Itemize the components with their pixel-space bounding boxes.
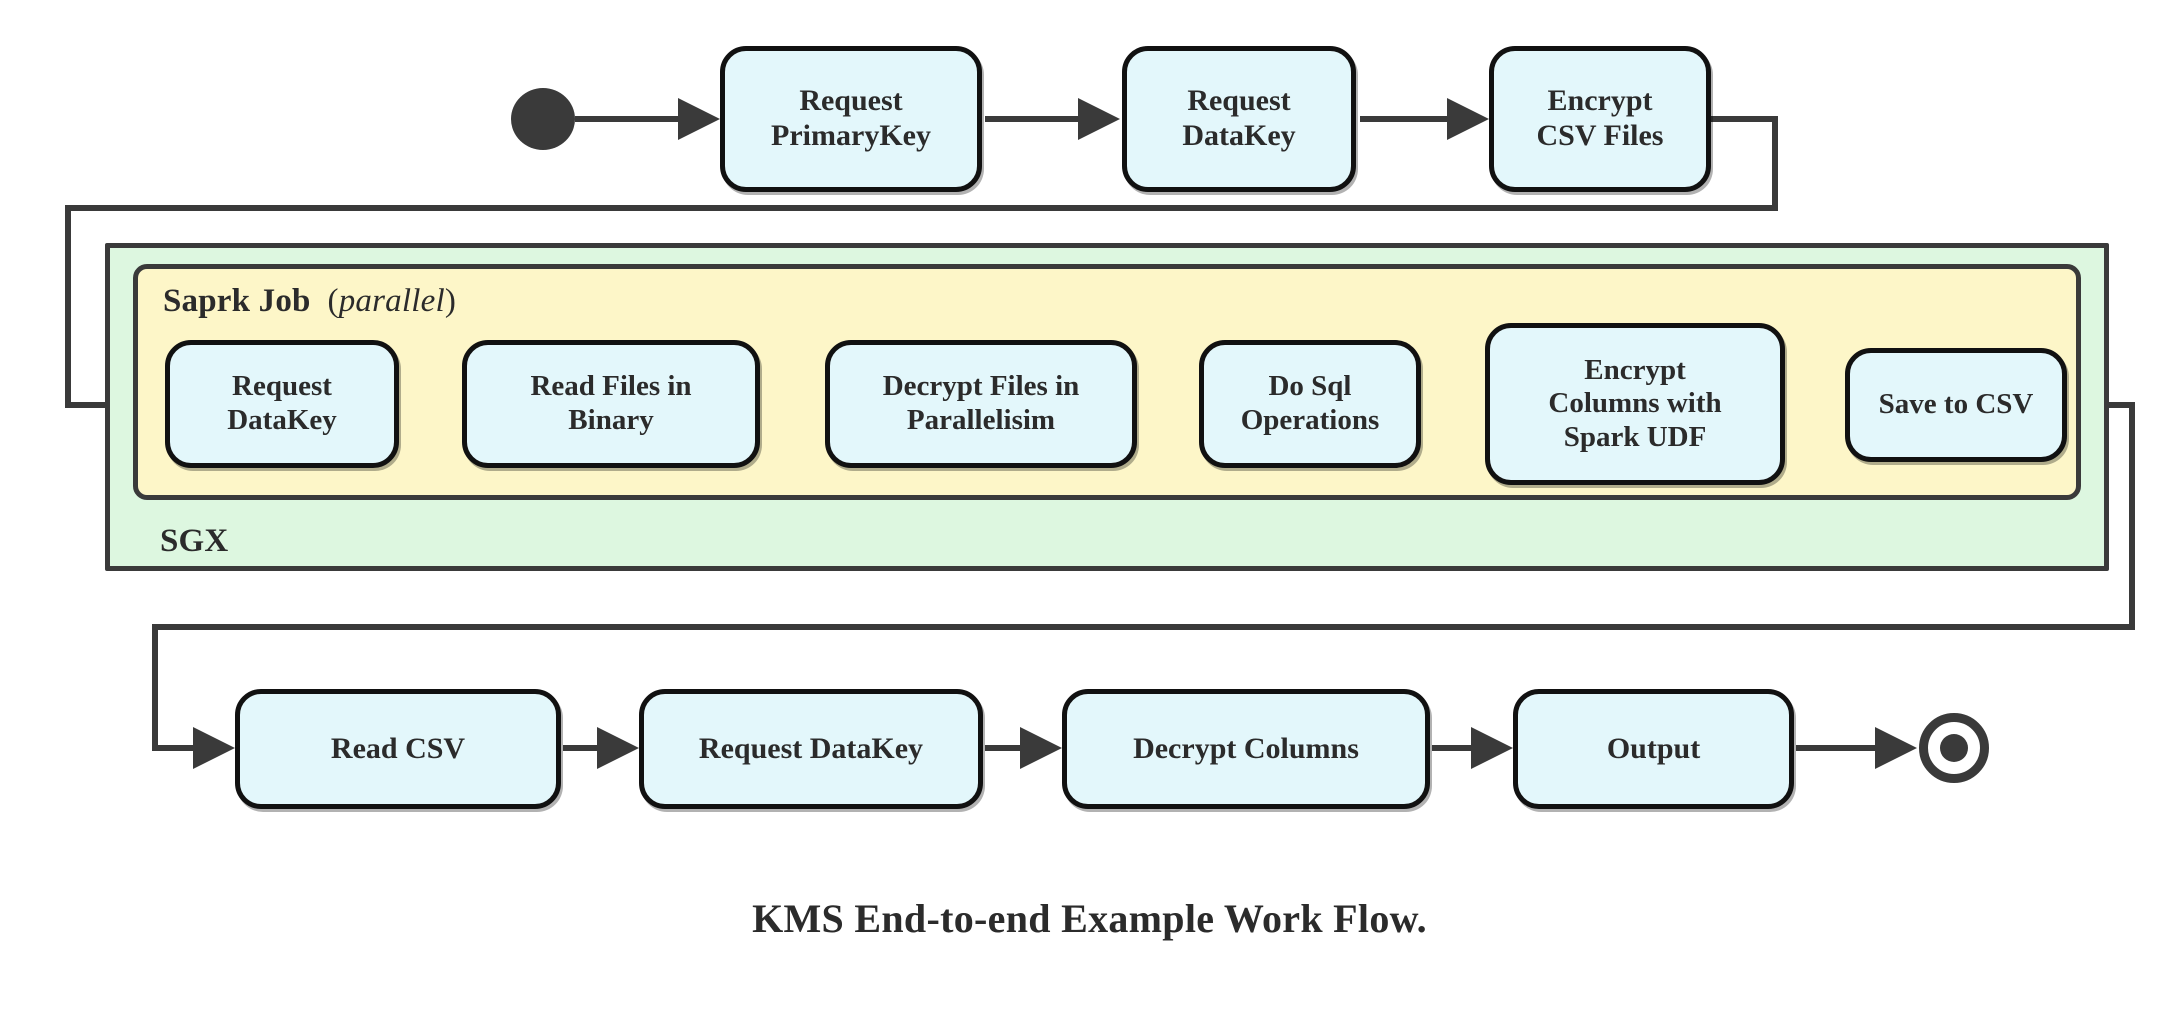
node-do-sql-operations[interactable]: Do Sql Operations <box>1199 340 1421 468</box>
end-marker <box>1919 713 1989 783</box>
node-line: Parallelisim <box>906 404 1056 436</box>
node-decrypt-files-in-parallelisim[interactable]: Decrypt Files in Parallelisim <box>825 340 1137 468</box>
node-line: Request <box>232 370 332 403</box>
node-output[interactable]: Output <box>1513 689 1794 809</box>
node-line: Encrypt <box>1584 353 1686 386</box>
group-sgx-label: SGX <box>160 523 229 559</box>
diagram-caption: KMS End-to-end Example Work Flow. <box>752 896 1427 941</box>
node-line: Output <box>1606 731 1701 765</box>
node-line: Decrypt Columns <box>1133 731 1359 765</box>
node-decrypt-columns[interactable]: Decrypt Columns <box>1062 689 1430 809</box>
node-line: Columns with <box>1548 387 1722 420</box>
paren-open: ( <box>327 283 339 319</box>
node-encrypt-columns-with-spark-udf[interactable]: Encrypt Columns with Spark UDF <box>1485 323 1785 485</box>
node-line: Operations <box>1240 404 1380 436</box>
node-encrypt-csv-files[interactable]: Encrypt CSV Files <box>1489 46 1711 192</box>
node-request-primarykey[interactable]: Request PrimaryKey <box>720 46 982 192</box>
node-line: Read Files in <box>530 370 692 403</box>
end-marker-inner-dot <box>1940 734 1968 762</box>
node-line: Encrypt <box>1547 84 1653 118</box>
node-line: Binary <box>568 404 654 436</box>
node-line: Request <box>799 84 903 118</box>
node-read-csv[interactable]: Read CSV <box>235 689 561 809</box>
node-line: Request <box>1187 84 1291 118</box>
node-line: PrimaryKey <box>771 119 931 152</box>
node-line: CSV Files <box>1536 119 1664 152</box>
node-line: Read CSV <box>330 731 466 765</box>
node-line: DataKey <box>227 404 337 436</box>
node-request-datakey-spark[interactable]: Request DataKey <box>165 340 399 468</box>
node-line: Decrypt Files in <box>882 370 1080 403</box>
node-line: Request DataKey <box>698 731 924 765</box>
start-marker <box>511 88 575 150</box>
group-spark-job-qualifier: parallel <box>338 283 445 319</box>
node-line: Spark UDF <box>1563 420 1707 453</box>
node-line: DataKey <box>1182 119 1296 152</box>
paren-close: ) <box>444 283 457 319</box>
group-spark-job-label-text: Saprk Job <box>163 283 311 319</box>
group-spark-job-label: Saprk Job (parallel) <box>163 283 456 320</box>
node-line: Do Sql <box>1268 370 1352 403</box>
node-line: Save to CSV <box>1878 388 2034 421</box>
node-save-to-csv[interactable]: Save to CSV <box>1845 348 2067 462</box>
node-read-files-in-binary[interactable]: Read Files in Binary <box>462 340 760 468</box>
node-request-datakey-bottom[interactable]: Request DataKey <box>639 689 983 809</box>
node-request-datakey-top[interactable]: Request DataKey <box>1122 46 1356 192</box>
